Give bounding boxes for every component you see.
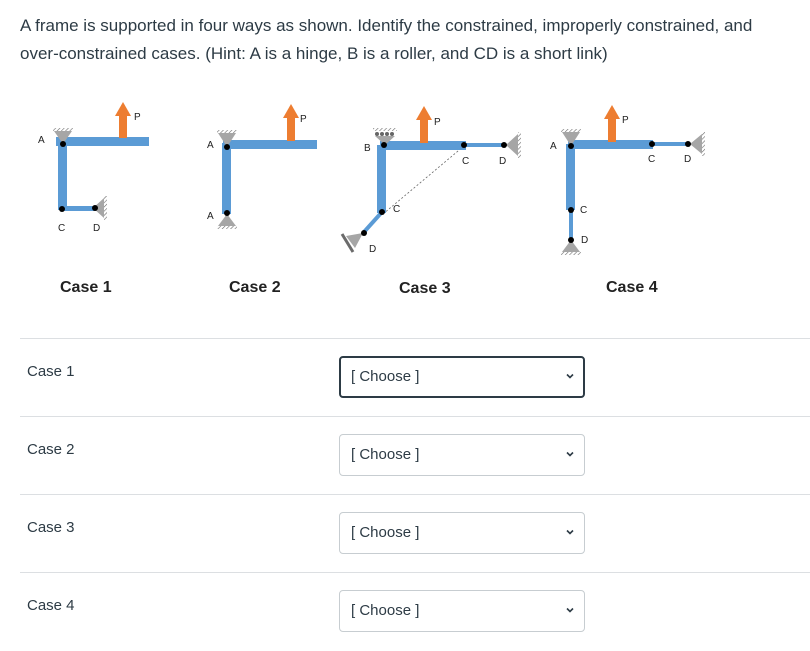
case-2-column	[222, 143, 231, 214]
load-label: P	[134, 112, 141, 123]
joint-dot	[685, 141, 691, 147]
joint-dot	[501, 142, 507, 148]
case-1-load-arrow	[115, 102, 131, 138]
answer-row-case-4: Case 4 [ Choose ]	[20, 572, 810, 650]
case-4-column	[566, 144, 575, 210]
case-4-title: Case 4	[606, 279, 658, 296]
answer-row-case-3: Case 3 [ Choose ]	[20, 494, 810, 572]
select-value: [ Choose ]	[351, 602, 420, 619]
joint-dot	[361, 230, 367, 236]
row-label: Case 3	[27, 519, 75, 536]
joint-label: C	[580, 205, 587, 216]
joint-dot	[92, 205, 98, 211]
joint-label: A	[207, 211, 214, 222]
joint-label: A	[38, 135, 45, 146]
case-1-title: Case 1	[60, 279, 112, 296]
joint-dot	[649, 141, 655, 147]
case-2-title: Case 2	[229, 279, 281, 296]
case-2-top-beam	[223, 140, 317, 149]
case-4-hinge-bottom	[561, 240, 581, 255]
case-1-diagram: P A C D Case 1	[38, 102, 149, 296]
frame-support-figure: .lbl { font-family: "Liberation Sans", s…	[0, 90, 810, 310]
joint-dot	[60, 141, 66, 147]
case-4-hinge-a	[561, 129, 581, 146]
case-1-column	[58, 140, 67, 210]
case-4-link-bottom	[569, 208, 573, 240]
joint-label: C	[462, 156, 469, 167]
case-1-link	[63, 206, 96, 211]
case-3-load-arrow	[416, 106, 432, 143]
case-4-top-beam	[568, 140, 653, 149]
case-3-roller-b	[373, 128, 397, 145]
joint-label: A	[207, 140, 214, 151]
case-2-load-arrow	[283, 104, 299, 141]
case-2-diagram: P A A Case 2	[207, 104, 317, 296]
joint-label: C	[393, 204, 400, 215]
row-label: Case 2	[27, 441, 75, 458]
joint-label: D	[684, 154, 691, 165]
case-3-column	[377, 145, 386, 213]
joint-label: D	[93, 223, 100, 234]
answer-rows: Case 1 [ Choose ] Case 2 [ Choose ] Case…	[20, 338, 810, 650]
chevron-down-icon	[566, 373, 574, 379]
answer-row-case-1: Case 1 [ Choose ]	[20, 338, 810, 416]
row-label: Case 4	[27, 597, 75, 614]
case-3-diagram: P B C D C D Case 3	[340, 106, 521, 297]
joint-dot	[224, 144, 230, 150]
chevron-down-icon	[566, 451, 574, 457]
case-3-title: Case 3	[399, 280, 451, 297]
case-4-answer-select[interactable]: [ Choose ]	[339, 590, 585, 632]
chevron-down-icon	[566, 607, 574, 613]
case-4-load-arrow	[604, 105, 620, 142]
joint-label: C	[648, 154, 655, 165]
joint-dot	[461, 142, 467, 148]
case-1-top-beam	[56, 137, 149, 146]
chevron-down-icon	[566, 529, 574, 535]
case-2-hinge-bottom	[217, 214, 237, 229]
select-value: [ Choose ]	[351, 524, 420, 541]
case-4-hinge-right	[690, 132, 705, 156]
case-3-link-bottom	[362, 210, 384, 234]
select-value: [ Choose ]	[351, 446, 420, 463]
case-1-hinge-d	[93, 196, 107, 220]
joint-dot	[379, 209, 385, 215]
joint-dot	[568, 143, 574, 149]
joint-label: D	[581, 235, 588, 246]
joint-label: A	[550, 141, 557, 152]
case-3-link-top	[462, 143, 505, 147]
load-label: P	[434, 117, 441, 128]
select-value: [ Choose ]	[351, 368, 420, 385]
case-3-top-beam	[380, 141, 466, 150]
case-3-hinge-bottom	[340, 233, 363, 253]
joint-label: C	[58, 223, 65, 234]
answer-row-case-2: Case 2 [ Choose ]	[20, 416, 810, 494]
case-4-diagram: P A C D C D Case 4	[550, 105, 705, 296]
joint-dot	[568, 207, 574, 213]
joint-label: B	[364, 143, 371, 154]
joint-dot	[224, 210, 230, 216]
load-label: P	[622, 115, 629, 126]
case-1-answer-select[interactable]: [ Choose ]	[339, 356, 585, 398]
joint-dot	[568, 237, 574, 243]
case-4-link-top	[650, 142, 690, 146]
case-3-hinge-right	[506, 132, 521, 158]
question-text: A frame is supported in four ways as sho…	[20, 16, 753, 63]
joint-dot	[381, 142, 387, 148]
joint-dot	[59, 206, 65, 212]
row-label: Case 1	[27, 363, 75, 380]
case-1-hinge-a	[53, 128, 73, 144]
case-2-answer-select[interactable]: [ Choose ]	[339, 434, 585, 476]
case-2-hinge-top	[217, 130, 237, 147]
joint-label: D	[369, 244, 376, 255]
joint-label: D	[499, 156, 506, 167]
case-3-answer-select[interactable]: [ Choose ]	[339, 512, 585, 554]
load-label: P	[300, 114, 307, 125]
